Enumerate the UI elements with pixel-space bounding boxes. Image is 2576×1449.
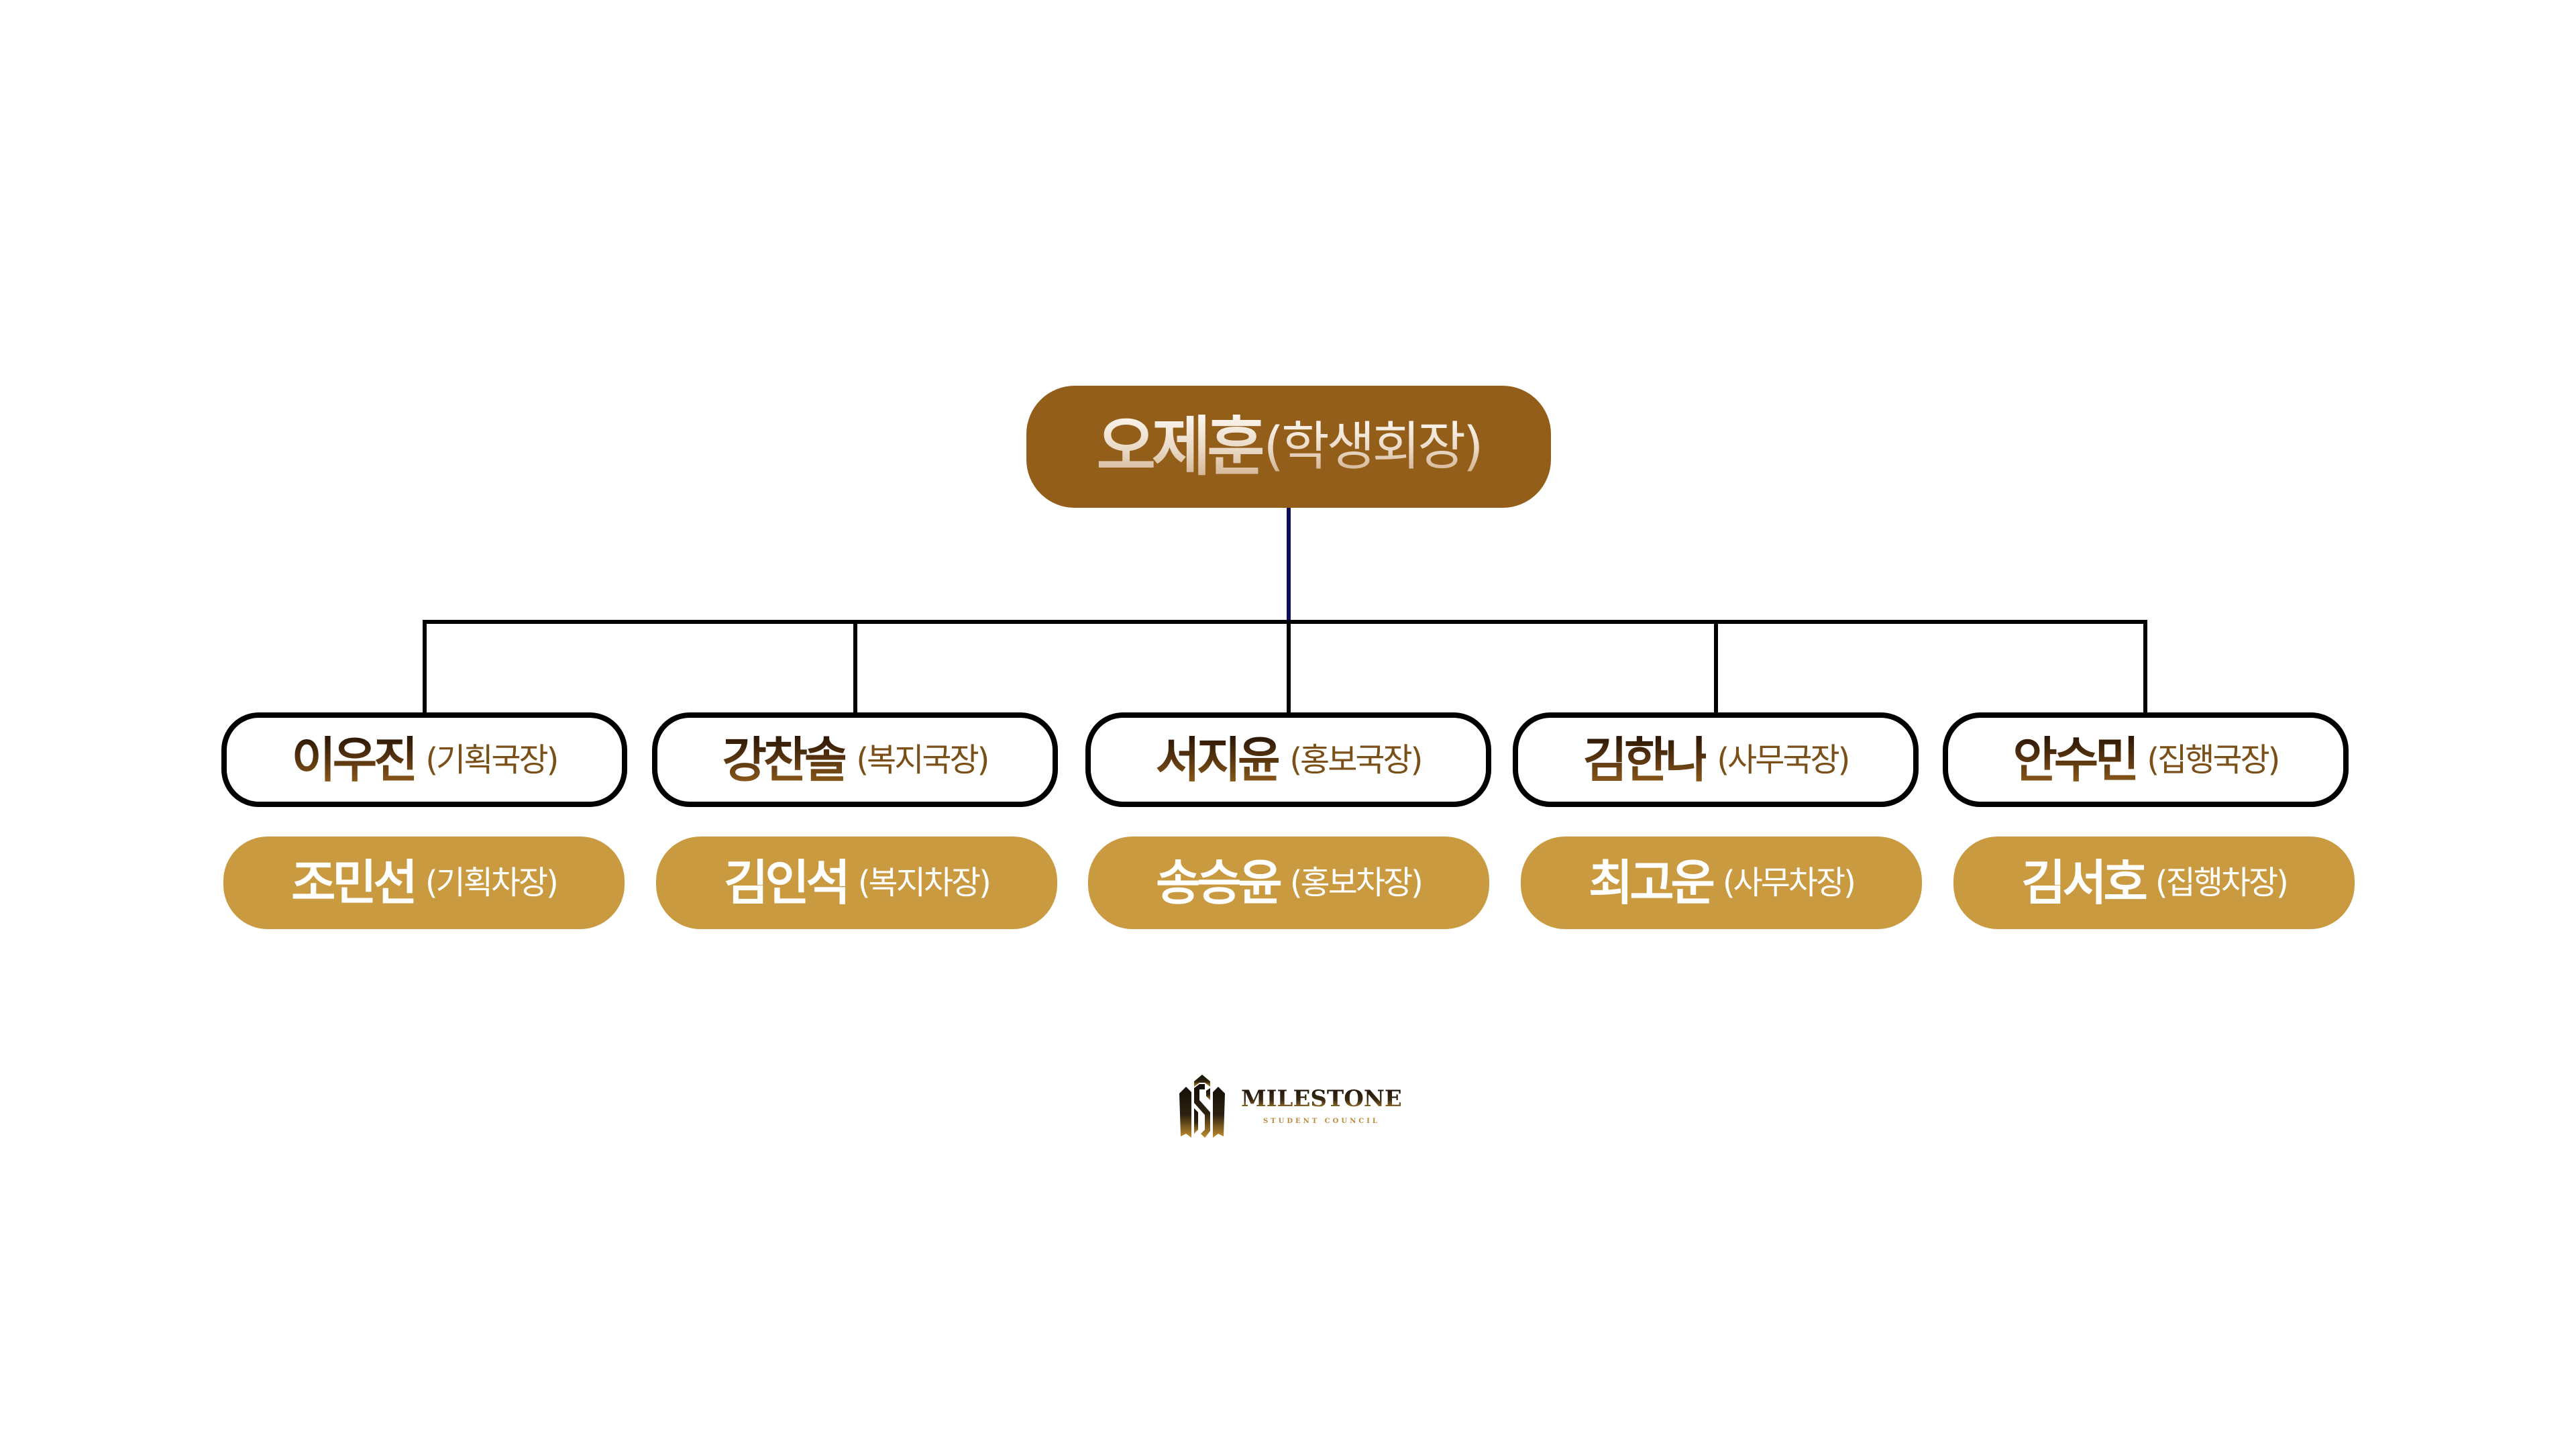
president-node: 오제훈 (학생회장) (1026, 386, 1551, 508)
deputy-node-welfare: 김인석 (복지차장) (656, 837, 1057, 929)
director-name: 안수민 (2012, 731, 2140, 788)
logo-wordmark: MILESTONE (1241, 1085, 1402, 1112)
deputy-name: 송승윤 (1156, 855, 1283, 911)
deputy-role: (사무차장) (1722, 864, 1856, 902)
deputy-node-executive: 김서호 (집행차장) (1953, 837, 2355, 929)
deputy-name: 최고운 (1589, 855, 1715, 911)
deputy-node-pr: 송승윤 (홍보차장) (1088, 837, 1489, 929)
deputy-name: 김서호 (2021, 855, 2148, 911)
director-node-admin: 김한나 (사무국장) (1513, 712, 1919, 807)
deputy-name: 조민선 (291, 855, 418, 911)
director-name: 김한나 (1582, 731, 1710, 788)
logo-subtitle: STUDENT COUNCIL (1263, 1118, 1380, 1125)
director-role: (홍보국장) (1289, 741, 1423, 779)
director-node-pr: 서지윤 (홍보국장) (1085, 712, 1491, 807)
deputy-role: (홍보차장) (1289, 864, 1424, 902)
director-name: 강찬솔 (722, 731, 849, 788)
branch-connector-1 (423, 620, 427, 715)
director-role: (복지국장) (856, 741, 989, 779)
deputy-node-planning: 조민선 (기획차장) (223, 837, 625, 929)
director-node-planning: 이우진 (기획국장) (221, 712, 627, 807)
milestone-monogram-icon (1179, 1075, 1225, 1138)
logo-wordmark-group: MILESTONE STUDENT COUNCIL (1241, 1087, 1402, 1125)
horizontal-branch-connector (423, 620, 2147, 624)
president-name: 오제훈 (1096, 409, 1267, 484)
director-name: 서지윤 (1155, 731, 1283, 788)
deputy-role: (집행차장) (2155, 864, 2289, 902)
director-node-executive: 안수민 (집행국장) (1943, 712, 2349, 807)
director-name: 이우진 (291, 731, 419, 788)
director-role: (사무국장) (1717, 741, 1850, 779)
branch-connector-4 (1714, 620, 1718, 715)
milestone-logo: MILESTONE STUDENT COUNCIL (1178, 1073, 1402, 1139)
president-stem-connector (1287, 508, 1291, 622)
deputy-role: (복지차장) (857, 864, 991, 902)
branch-connector-3 (1287, 620, 1291, 715)
deputy-role: (기획차장) (425, 864, 559, 902)
director-role: (기획국장) (425, 741, 559, 779)
president-role: (학생회장) (1263, 417, 1484, 477)
deputy-name: 김인석 (724, 855, 851, 911)
deputy-node-admin: 최고운 (사무차장) (1521, 837, 1922, 929)
branch-connector-5 (2143, 620, 2147, 715)
branch-connector-2 (853, 620, 857, 715)
director-role: (집행국장) (2147, 741, 2280, 779)
director-node-welfare: 강찬솔 (복지국장) (652, 712, 1058, 807)
